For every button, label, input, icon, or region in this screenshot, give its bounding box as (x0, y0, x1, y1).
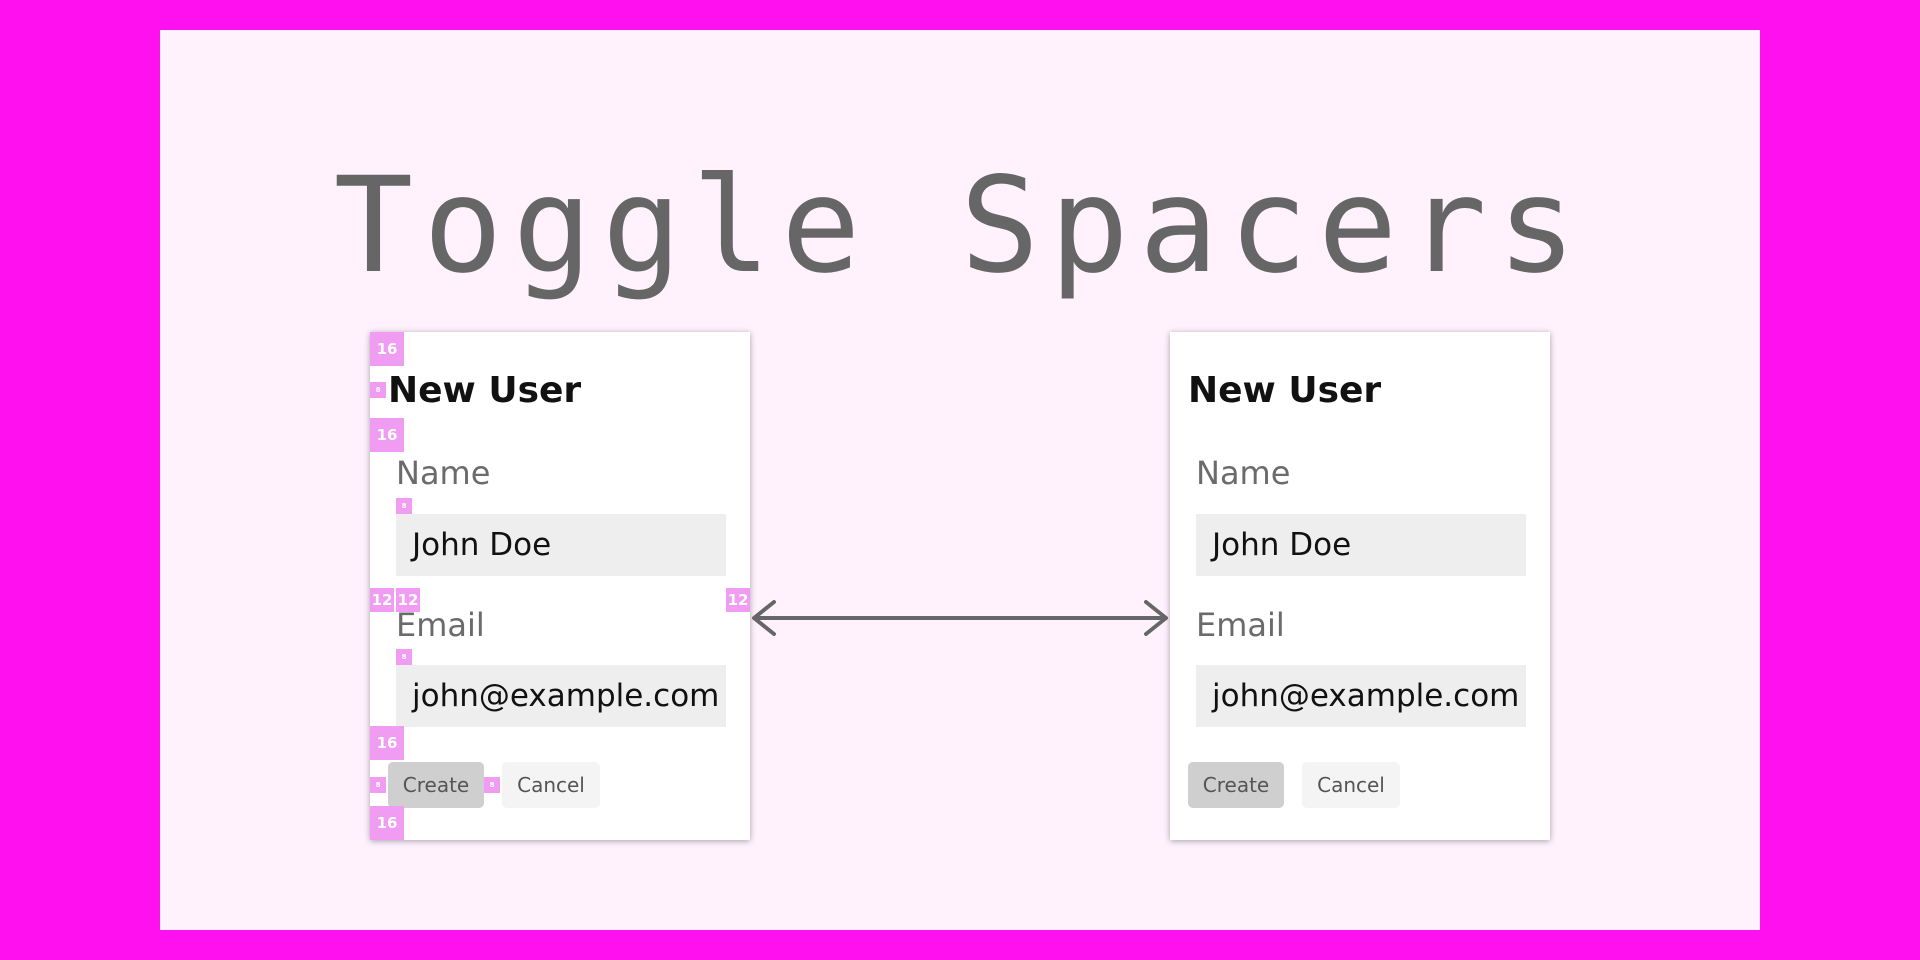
spacer-between-left: 12 (370, 588, 394, 612)
name-field[interactable]: John Doe (1196, 514, 1526, 576)
spacer-buttons-left: 8 (370, 777, 386, 793)
spacer-above-buttons: 16 (370, 726, 404, 760)
new-user-form-with-spacers: 16 8 New User 16 Name 8 John Doe 12 12 1… (370, 332, 750, 840)
create-button[interactable]: Create (1188, 762, 1284, 808)
slide-canvas: Toggle Spacers 16 8 New User 16 Name 8 J… (160, 30, 1760, 930)
form-heading: New User (1188, 370, 1382, 411)
email-label: Email (1196, 606, 1285, 644)
name-label: Name (396, 454, 491, 492)
spacer-top: 16 (370, 332, 404, 366)
spacer-field-right: 12 (726, 588, 750, 612)
create-button[interactable]: Create (388, 762, 484, 808)
cancel-button[interactable]: Cancel (502, 762, 600, 808)
email-field[interactable]: john@example.com (1196, 665, 1526, 727)
spacer-bottom: 16 (370, 806, 404, 840)
name-label: Name (1196, 454, 1291, 492)
spacer-buttons-gap: 8 (484, 777, 500, 793)
double-headed-arrow-icon (752, 600, 1168, 636)
form-heading: New User (388, 370, 582, 411)
name-field[interactable]: John Doe (396, 514, 726, 576)
spacer-below-heading: 16 (370, 418, 404, 452)
email-label: Email (396, 606, 485, 644)
new-user-form: New User Name John Doe Email john@exampl… (1170, 332, 1550, 840)
spacer-email-gap: 8 (396, 649, 412, 665)
spacer-heading-left: 8 (370, 382, 386, 398)
spacer-between-inner: 12 (396, 588, 420, 612)
email-field[interactable]: john@example.com (396, 665, 726, 727)
spacer-name-gap: 8 (396, 498, 412, 514)
cancel-button[interactable]: Cancel (1302, 762, 1400, 808)
page-title: Toggle Spacers (333, 149, 1587, 303)
